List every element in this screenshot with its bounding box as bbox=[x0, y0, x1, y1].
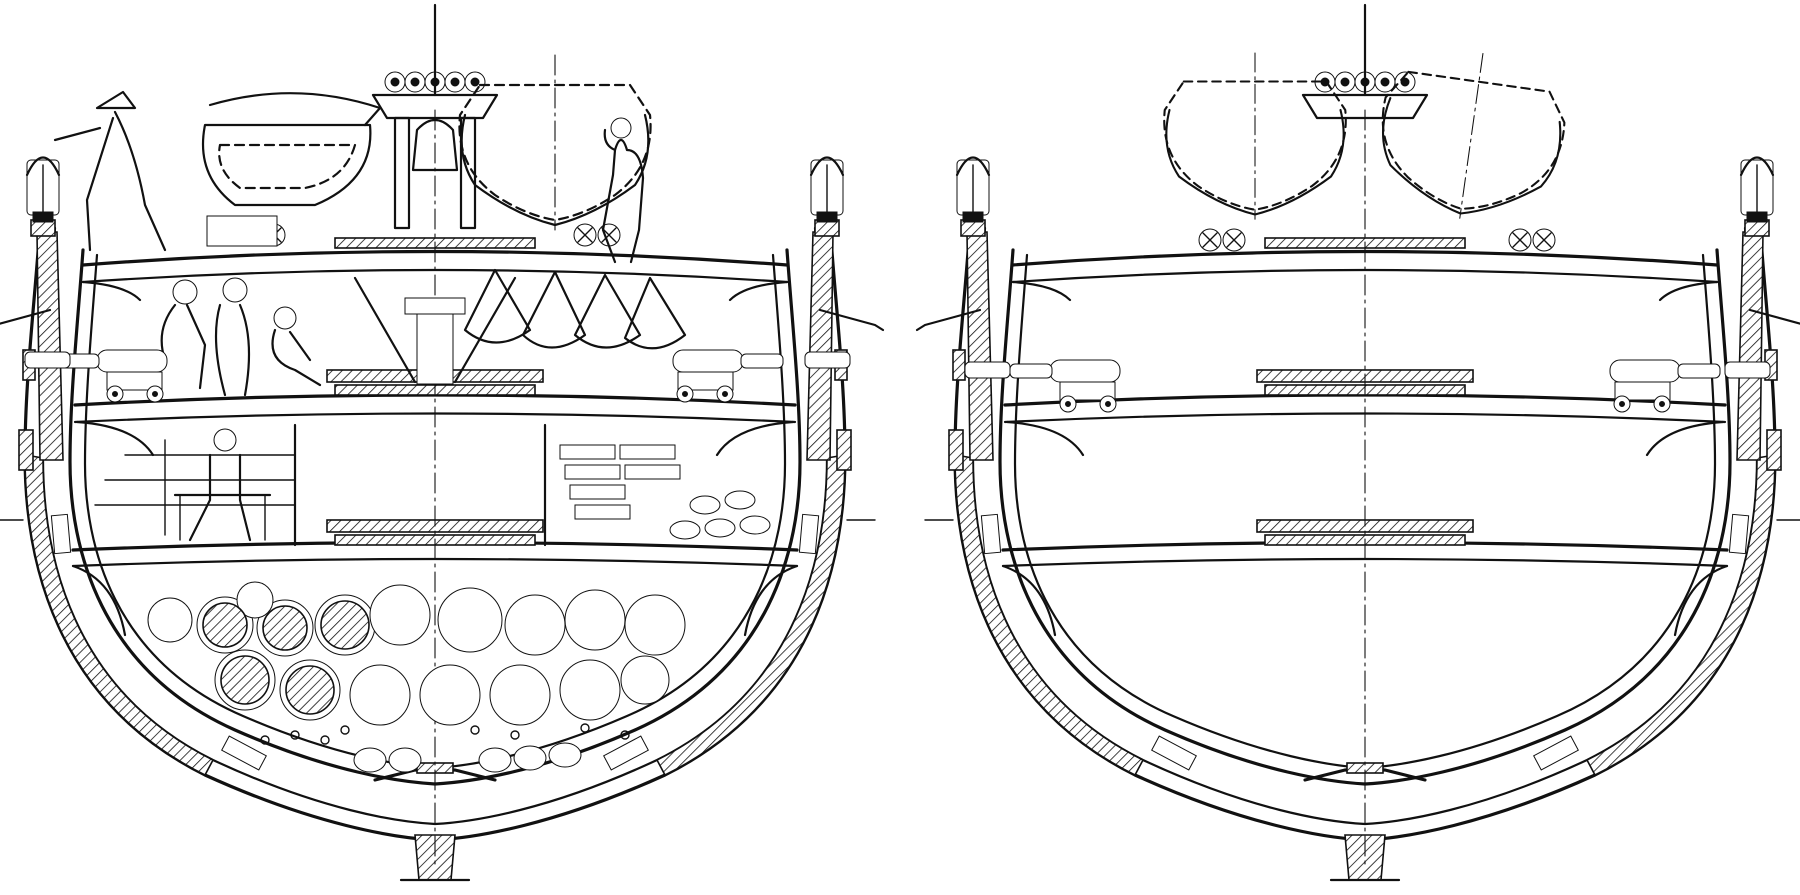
structural-section-view bbox=[915, 3, 1800, 882]
bell-icon bbox=[411, 118, 459, 172]
furnished-section-view bbox=[0, 3, 885, 882]
stacked-crates bbox=[559, 444, 771, 540]
lookout-figure bbox=[95, 90, 137, 110]
casks-hold bbox=[147, 581, 686, 726]
ballast-stones bbox=[260, 723, 630, 773]
capstan bbox=[353, 276, 517, 385]
crew-figures bbox=[143, 277, 322, 397]
hammocks bbox=[463, 268, 687, 350]
storeroom-shelves bbox=[94, 423, 547, 547]
standing-sailor-figure bbox=[601, 128, 645, 264]
